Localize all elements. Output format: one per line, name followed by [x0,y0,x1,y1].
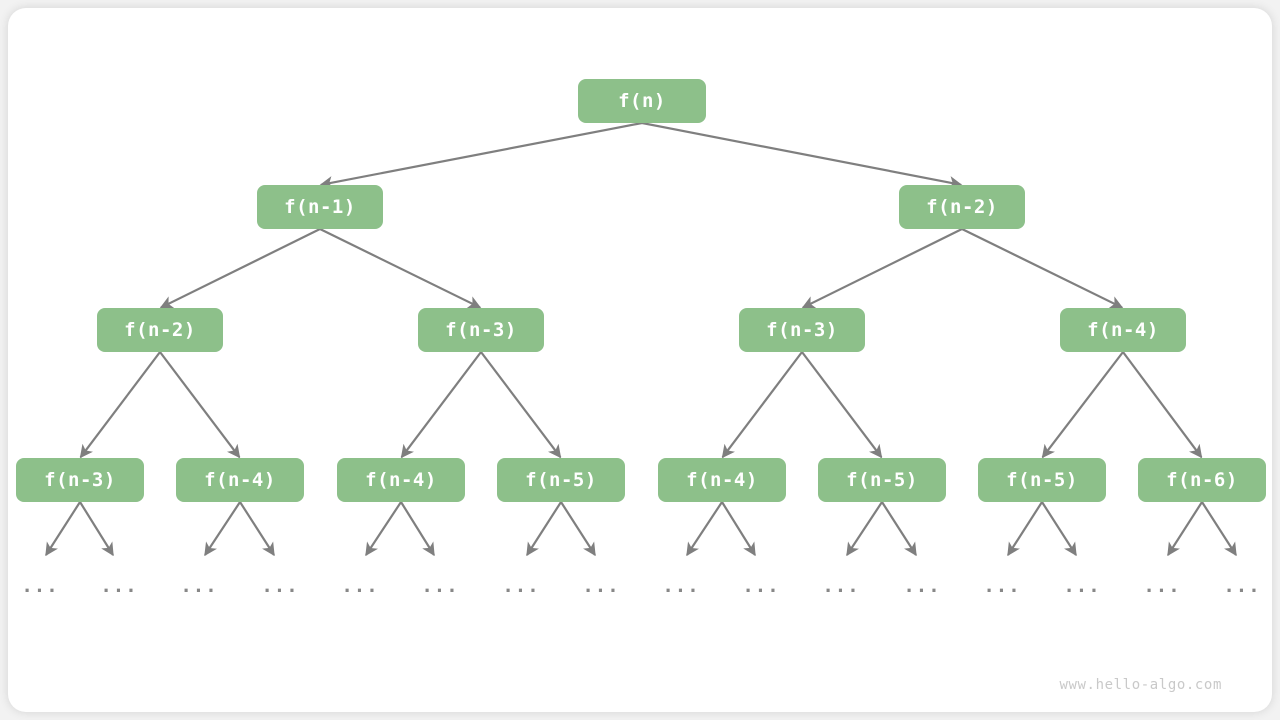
ellipsis-e1: ... [21,575,59,597]
watermark: www.hello-algo.com [1059,677,1222,693]
tree-edge-l4n6-to-e12 [881,501,917,557]
tree-edge-l4n5-to-e9 [686,501,723,557]
tree-edge-l4n3-to-e5 [365,501,402,557]
tree-edge-l3n4-to-l4n8 [1122,351,1203,459]
tree-node-l3n3: f(n-3) [739,308,865,352]
tree-edge-l4n4-to-e8 [560,501,596,557]
tree-edge-l2n1-to-l3n2 [319,228,482,309]
tree-node-l4n5: f(n-4) [658,458,786,502]
tree-node-l4n1: f(n-3) [16,458,144,502]
tree-edge-l4n4-to-e7 [526,501,562,557]
tree-node-l4n4: f(n-5) [497,458,625,502]
tree-node-l1n1: f(n) [578,79,706,123]
tree-edge-l1n1-to-l2n2 [641,121,963,190]
tree-node-l4n6: f(n-5) [818,458,946,502]
tree-node-l4n7: f(n-5) [978,458,1106,502]
tree-node-l2n2: f(n-2) [899,185,1025,229]
ellipsis-e13: ... [983,575,1021,597]
tree-edge-l4n8-to-e15 [1167,501,1203,557]
tree-edge-l3n3-to-l4n6 [801,351,883,459]
tree-edge-l1n1-to-l2n1 [319,121,643,190]
tree-edge-l4n7-to-e14 [1041,501,1077,557]
ellipsis-e4: ... [261,575,299,597]
ellipsis-e15: ... [1143,575,1181,597]
tree-edge-l4n3-to-e6 [400,501,435,557]
tree-node-l3n1: f(n-2) [97,308,223,352]
ellipsis-e3: ... [180,575,218,597]
tree-edge-l3n1-to-l4n2 [159,351,241,459]
tree-node-l3n2: f(n-3) [418,308,544,352]
tree-edge-l3n2-to-l4n3 [400,351,482,459]
tree-edge-l4n6-to-e11 [846,501,883,557]
tree-node-l2n1: f(n-1) [257,185,383,229]
tree-edge-l4n1-to-e1 [45,501,81,557]
tree-edge-l3n2-to-l4n4 [480,351,562,459]
ellipsis-e11: ... [822,575,860,597]
tree-edge-l4n7-to-e13 [1007,501,1043,557]
tree-edge-l2n1-to-l3n1 [159,228,321,309]
tree-edge-l4n5-to-e10 [721,501,756,557]
tree-node-l4n2: f(n-4) [176,458,304,502]
tree-edge-l2n2-to-l3n4 [961,228,1124,309]
tree-node-l4n3: f(n-4) [337,458,465,502]
ellipsis-e14: ... [1063,575,1101,597]
tree-edge-l4n2-to-e3 [204,501,241,557]
ellipsis-e9: ... [662,575,700,597]
ellipsis-e10: ... [742,575,780,597]
tree-edge-l4n1-to-e2 [79,501,114,557]
tree-edge-l3n4-to-l4n7 [1041,351,1124,459]
ellipsis-e5: ... [341,575,379,597]
ellipsis-e8: ... [582,575,620,597]
tree-edge-l3n3-to-l4n5 [721,351,803,459]
tree-edge-l2n2-to-l3n3 [801,228,963,309]
ellipsis-e16: ... [1223,575,1261,597]
ellipsis-e2: ... [100,575,138,597]
tree-node-l3n4: f(n-4) [1060,308,1186,352]
tree-edge-l3n1-to-l4n1 [79,351,161,459]
ellipsis-e12: ... [903,575,941,597]
tree-node-l4n8: f(n-6) [1138,458,1266,502]
ellipsis-e7: ... [502,575,540,597]
tree-edge-l4n8-to-e16 [1201,501,1237,557]
ellipsis-e6: ... [421,575,459,597]
tree-edge-l4n2-to-e4 [239,501,275,557]
